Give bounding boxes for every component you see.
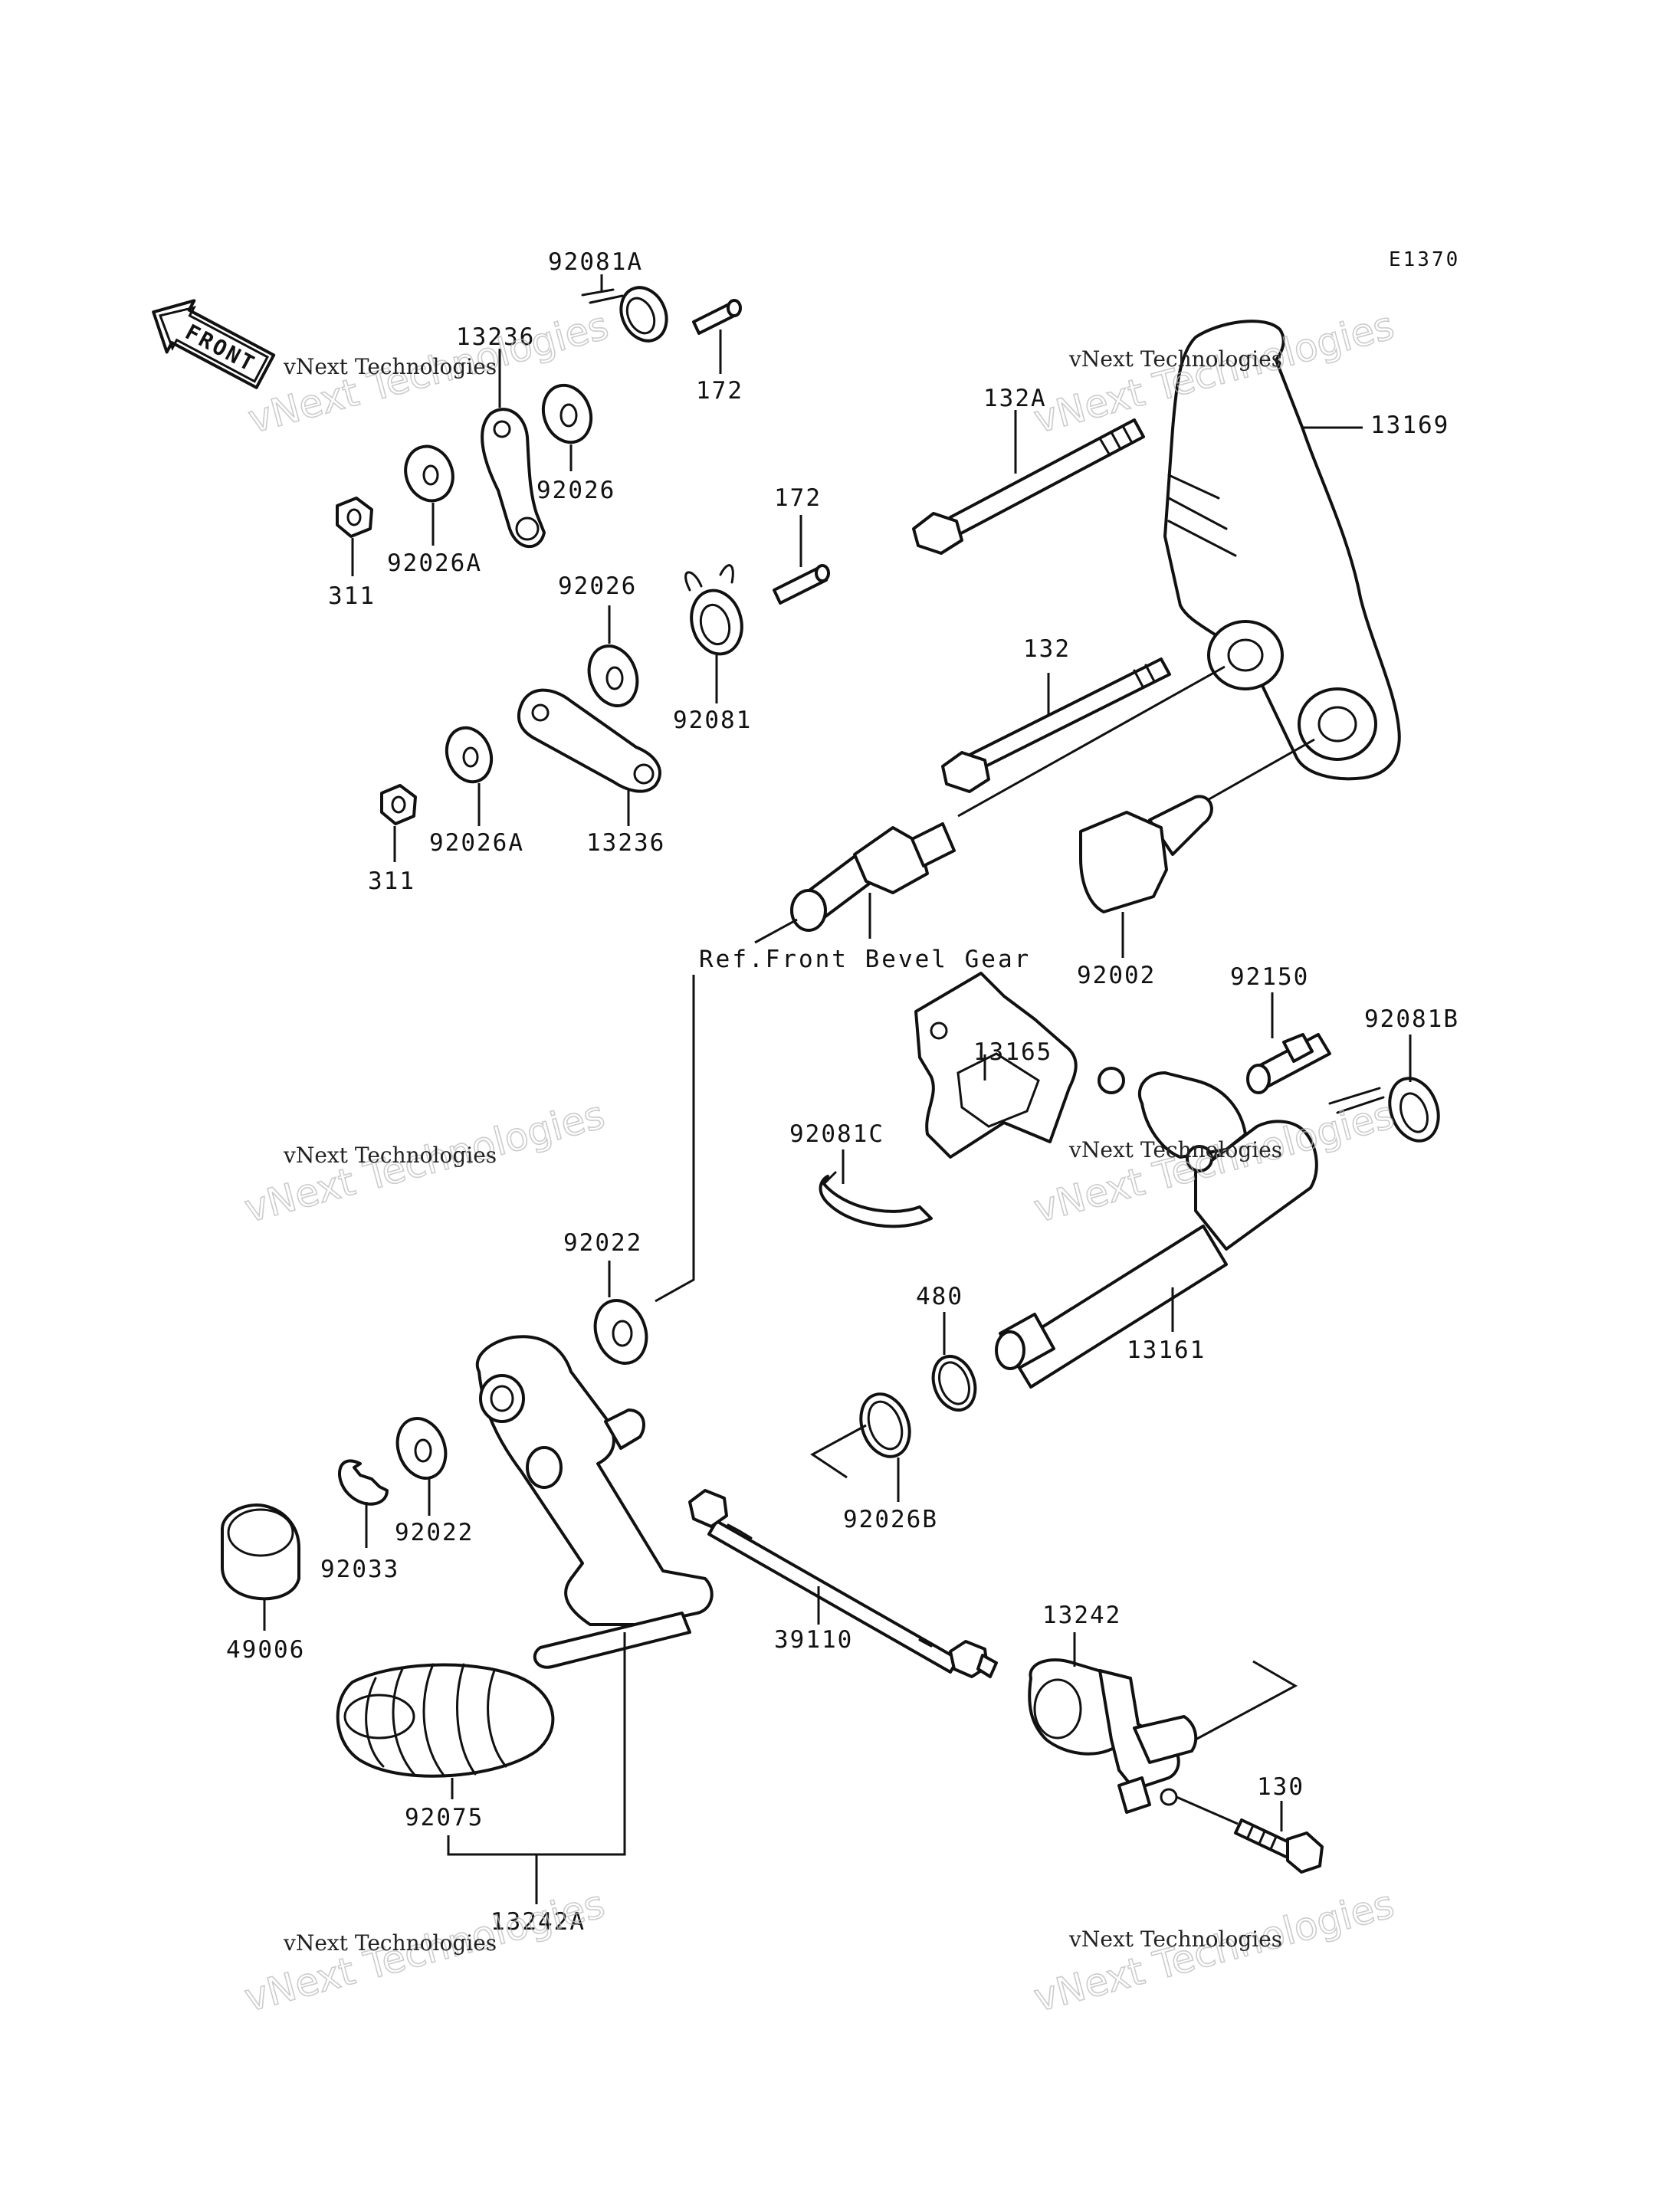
shaft-stub	[790, 822, 956, 932]
svg-text:vNext Technologies: vNext Technologies	[283, 354, 497, 379]
watermark-bottom-right: vNext Technologies vNext Technologies	[1029, 1881, 1399, 2022]
label-13161: 13161	[1127, 1336, 1206, 1364]
label-132: 132	[1023, 635, 1071, 663]
bolt-130	[1234, 1818, 1324, 1874]
label-92081a: 92081A	[548, 248, 643, 276]
spring-92081a	[581, 286, 668, 343]
eclip-92033	[338, 1459, 389, 1506]
pin-172-mid	[773, 564, 830, 605]
guide-lines-bracket	[957, 665, 1315, 818]
label-92081c: 92081C	[789, 1120, 884, 1148]
guide-13242	[1195, 1660, 1298, 1741]
pin-172-top	[692, 299, 742, 335]
label-13242: 13242	[1042, 1602, 1121, 1629]
svg-text:vNext Technologies: vNext Technologies	[1068, 346, 1282, 372]
label-480: 480	[916, 1283, 963, 1310]
tie-rod-39110	[688, 1489, 998, 1678]
label-92002: 92002	[1077, 962, 1156, 989]
washer-92022-upper	[593, 1299, 648, 1365]
label-13242a: 13242A	[491, 1908, 586, 1936]
guide-92026b	[810, 1424, 867, 1479]
svg-text:vNext Technologies: vNext Technologies	[1068, 1926, 1282, 1952]
label-92033: 92033	[320, 1556, 399, 1583]
nut-311-top	[336, 497, 373, 538]
label-92022-lower: 92022	[395, 1519, 474, 1546]
label-172-top: 172	[696, 377, 743, 405]
lever-13236-mid	[517, 688, 661, 793]
label-13236-mid: 13236	[586, 829, 665, 857]
shift-pedal-13242a	[475, 1335, 714, 1669]
label-92150: 92150	[1230, 963, 1309, 991]
washer-92026a-mid	[445, 726, 494, 784]
label-92022-upper: 92022	[563, 1229, 642, 1257]
bolt-132a	[912, 418, 1145, 555]
shaft-13161	[995, 1067, 1318, 1389]
label-92081b: 92081B	[1364, 1005, 1459, 1033]
label-49006: 49006	[226, 1636, 305, 1664]
washer-92026b	[859, 1392, 911, 1458]
cap-49006	[221, 1503, 300, 1601]
svg-text:vNext Technologies: vNext Technologies	[1068, 1137, 1282, 1162]
washer-92022-lower	[395, 1417, 448, 1480]
circlip-480	[931, 1355, 977, 1412]
label-13169: 13169	[1370, 412, 1449, 439]
pedal-rubber-92075	[336, 1663, 555, 1778]
watermark-bottom-left: vNext Technologies vNext Technologies	[239, 1881, 609, 2022]
figure-code: E1370	[1389, 248, 1460, 271]
label-13236-top: 13236	[456, 323, 535, 351]
label-92026-top: 92026	[536, 477, 615, 504]
washer-92026-mid	[587, 644, 639, 707]
washer-92026-top	[541, 383, 593, 444]
front-arrow-icon: FRONT	[152, 299, 276, 389]
label-92081: 92081	[673, 707, 752, 734]
clip-92081c	[819, 1171, 933, 1228]
spring-92081	[684, 564, 743, 656]
label-311-top: 311	[328, 582, 376, 610]
svg-text:vNext Technologies: vNext Technologies	[283, 1143, 497, 1168]
label-92026a-top: 92026A	[387, 549, 482, 577]
svg-text:vNext Technologies: vNext Technologies	[283, 1930, 497, 1956]
label-13165: 13165	[973, 1038, 1052, 1066]
shift-lever-13242	[1028, 1658, 1198, 1814]
bracket-13169	[1163, 320, 1401, 781]
plate-13165	[914, 972, 1078, 1159]
watermark-mid-left: vNext Technologies vNext Technologies	[239, 1092, 609, 1232]
reference-note: Ref.Front Bevel Gear	[699, 946, 1031, 973]
nut-311-mid	[380, 784, 417, 825]
spring-92081b	[1328, 1077, 1440, 1143]
lever-13236-top	[481, 408, 546, 549]
label-92026b: 92026B	[843, 1506, 938, 1533]
guide-ref-lower	[655, 975, 695, 1303]
label-39110: 39110	[774, 1626, 853, 1654]
bolt-132	[941, 657, 1171, 793]
bolt-92002	[1079, 795, 1213, 913]
guide-130	[1176, 1795, 1239, 1825]
washer-92026a-top	[404, 444, 454, 503]
label-92075: 92075	[405, 1804, 484, 1831]
label-132a: 132A	[983, 385, 1047, 412]
label-130: 130	[1257, 1773, 1304, 1801]
stud-92150	[1246, 1033, 1331, 1094]
guide-ref-upper	[754, 918, 798, 944]
label-311-mid: 311	[368, 867, 415, 895]
label-172-mid: 172	[774, 484, 822, 512]
label-92026-mid: 92026	[558, 572, 637, 600]
label-92026a-mid: 92026A	[429, 829, 524, 857]
